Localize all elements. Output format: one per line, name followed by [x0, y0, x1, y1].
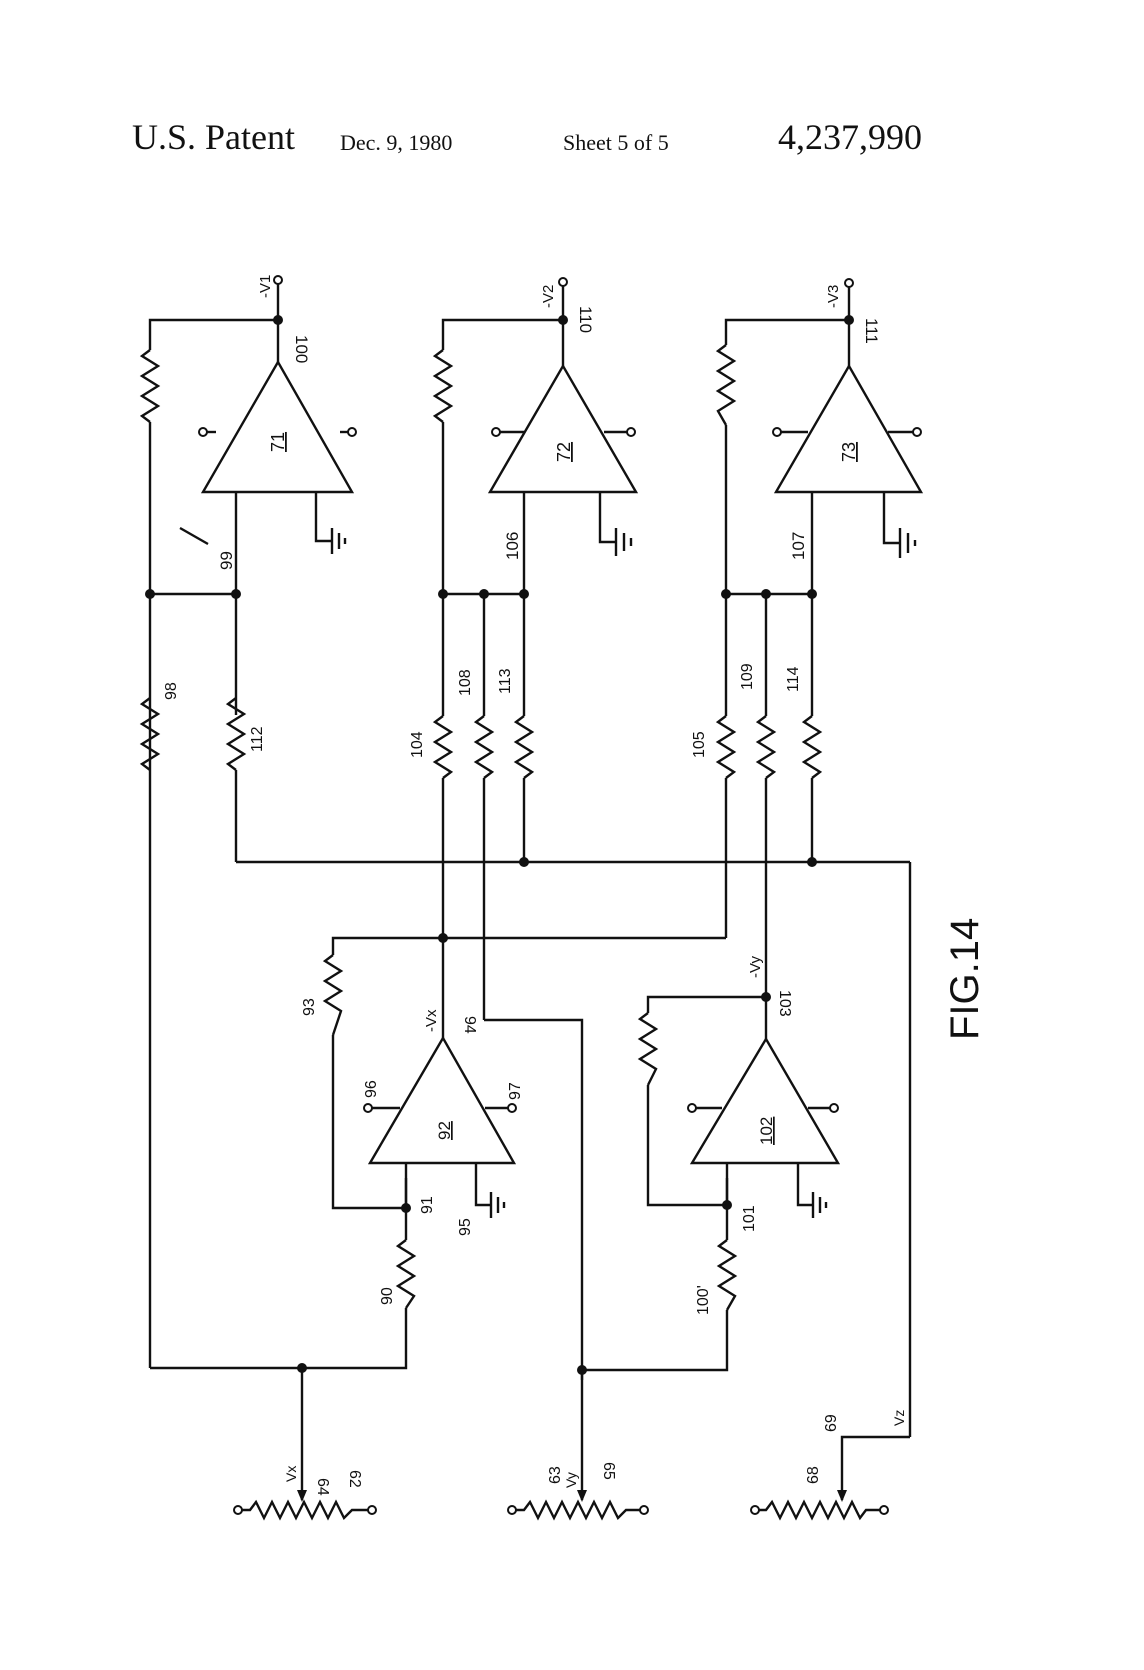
wiper-voltage: Vz — [891, 1410, 907, 1426]
amplifier-71: 71 -V1 100 99 — [198, 275, 357, 570]
resistor-label: 105 — [691, 731, 708, 758]
annotation-mark — [179, 526, 209, 546]
ref-label: 96 — [363, 1080, 380, 1098]
ref-label: 69 — [823, 1414, 840, 1432]
resistor-label: 98 — [163, 682, 180, 700]
potentiometer-62[interactable]: Vx 64 62 — [233, 1466, 377, 1521]
figure-label: FIG.14 — [943, 918, 987, 1040]
patent-date: Dec. 9, 1980 — [340, 130, 453, 155]
patent-title: U.S. Patent — [132, 117, 296, 157]
voltage-label: -Vx — [423, 1009, 440, 1032]
ref-label: 97 — [507, 1082, 524, 1100]
resistor-label: 114 — [785, 666, 802, 692]
ref-label: 99 — [217, 551, 236, 570]
amplifier-label: 72 — [554, 442, 574, 462]
ref-label: 110 — [576, 306, 595, 333]
ref-label: 91 — [419, 1196, 436, 1214]
resistor-labels: 98 112 104 108 113 105 109 114 93 90 100… — [163, 663, 802, 1315]
ref-label: 94 — [461, 1016, 478, 1034]
resistor-label: 113 — [497, 668, 514, 694]
ref-label: 100 — [292, 335, 311, 363]
ref-label: 64 — [314, 1478, 331, 1496]
resistor-label: 93 — [301, 998, 318, 1016]
terminal — [198, 427, 208, 437]
ref-label: 107 — [789, 532, 808, 560]
resistor-label: 108 — [457, 669, 474, 696]
amplifier-label: 102 — [757, 1117, 776, 1145]
resistor-label: 112 — [249, 726, 266, 752]
voltage-label: -V3 — [825, 285, 842, 308]
voltage-label: -V1 — [257, 275, 274, 298]
amplifier-label: 71 — [268, 432, 288, 452]
junctions — [145, 315, 854, 1375]
amplifier-label: 73 — [839, 442, 859, 462]
ref-label: 68 — [805, 1466, 822, 1484]
voltage-label: -V2 — [540, 285, 557, 308]
patent-number: 4,237,990 — [778, 117, 922, 157]
potentiometer-63[interactable]: Vy 65 63 — [507, 1462, 649, 1521]
ref-label: 65 — [600, 1462, 617, 1480]
resistor-label: 109 — [739, 663, 756, 690]
amplifier-72: 72 -V2 110 106 — [487, 277, 639, 560]
amplifier-102: 102 -Vy 103 101 — [687, 956, 841, 1232]
sheet-number: Sheet 5 of 5 — [563, 130, 669, 155]
ref-label: 106 — [503, 532, 522, 560]
resistor-label: 90 — [379, 1287, 396, 1305]
voltage-label: -Vy — [747, 956, 764, 978]
resistor-label: 100' — [695, 1285, 712, 1315]
resistor-label: 104 — [409, 731, 426, 758]
amplifier-label: 92 — [435, 1121, 454, 1140]
amplifier-73: 73 -V3 111 107 — [772, 278, 924, 560]
ref-label: 63 — [547, 1466, 564, 1484]
amplifier-92: 92 -Vx 94 91 95 96 97 — [363, 1009, 524, 1236]
ref-label: 111 — [862, 318, 881, 344]
wiper-voltage: Vy — [563, 1472, 579, 1488]
ref-label: 95 — [457, 1218, 474, 1236]
wiring — [139, 318, 912, 1500]
potentiometer-68[interactable]: Vz 69 68 — [750, 1410, 907, 1521]
ref-label: 103 — [776, 990, 793, 1017]
ref-label: 62 — [346, 1470, 363, 1488]
wiper-voltage: Vx — [283, 1466, 299, 1482]
ref-label: 101 — [741, 1205, 758, 1232]
